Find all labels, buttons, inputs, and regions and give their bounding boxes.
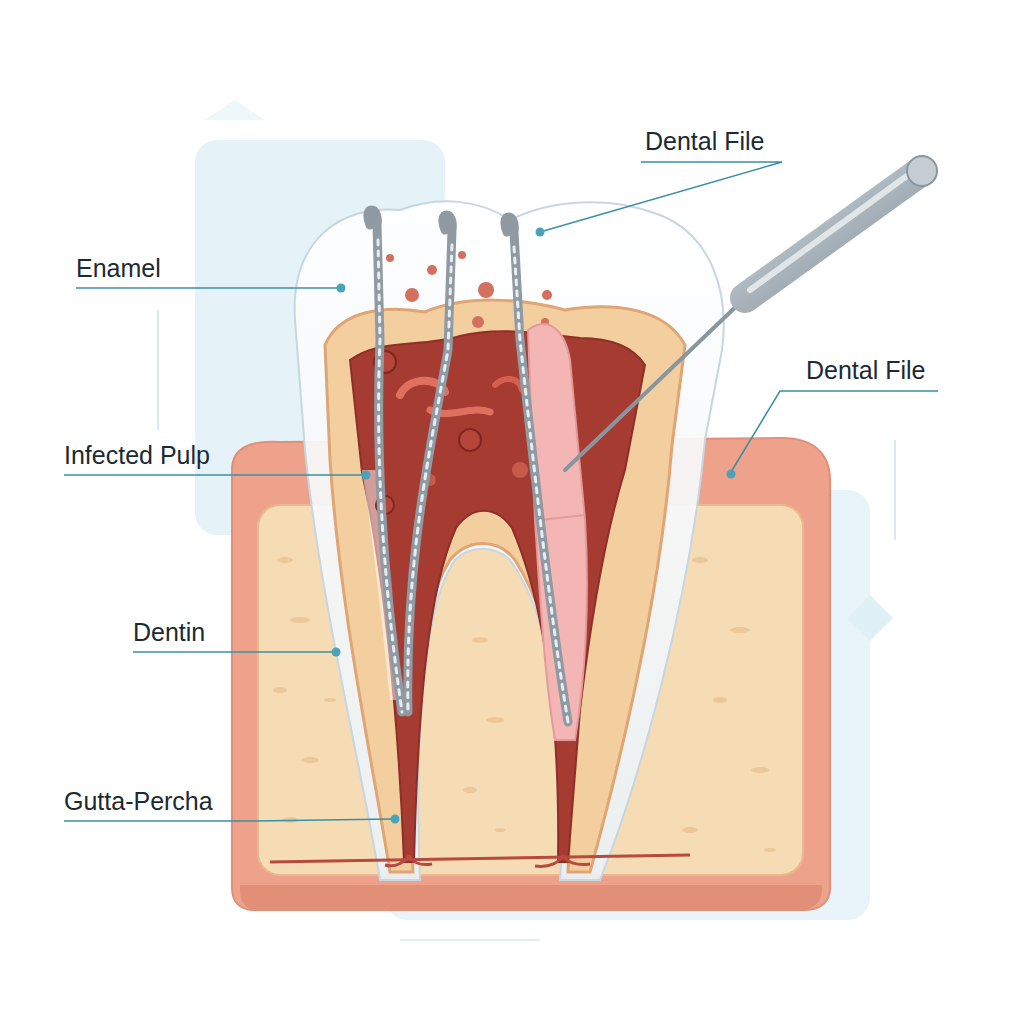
nerves (270, 855, 690, 866)
dental-file-instrument (505, 217, 568, 722)
background-line (400, 939, 540, 941)
leader-dots (332, 228, 736, 824)
part-label: Dental File (806, 355, 926, 385)
leader-line (64, 819, 392, 821)
leader-line (76, 287, 338, 289)
background-line (157, 310, 159, 430)
dental-file-instrument (368, 210, 402, 712)
part-label: Infected Pulp (64, 440, 210, 470)
dental-file-handle (565, 156, 937, 470)
part-label: Gutta-Percha (64, 786, 213, 816)
background-line (894, 440, 896, 540)
filling-seam (540, 515, 585, 520)
gum-edge (240, 885, 822, 910)
enamel (295, 201, 724, 880)
part-label: Enamel (76, 253, 161, 283)
leader-line (64, 474, 363, 476)
leader-line (133, 651, 333, 653)
part-label: Dentin (133, 617, 205, 647)
infected-pulp (350, 331, 645, 862)
dental-files (368, 210, 568, 722)
leader-line (731, 391, 938, 472)
background-shape (205, 100, 265, 120)
background-panels (158, 100, 895, 940)
leader-line (540, 162, 782, 232)
background-diamond (847, 595, 893, 641)
tooth (295, 201, 724, 880)
part-label: Dental File (645, 126, 765, 156)
leader-lines (64, 162, 938, 821)
dental-file-instrument (408, 215, 453, 712)
